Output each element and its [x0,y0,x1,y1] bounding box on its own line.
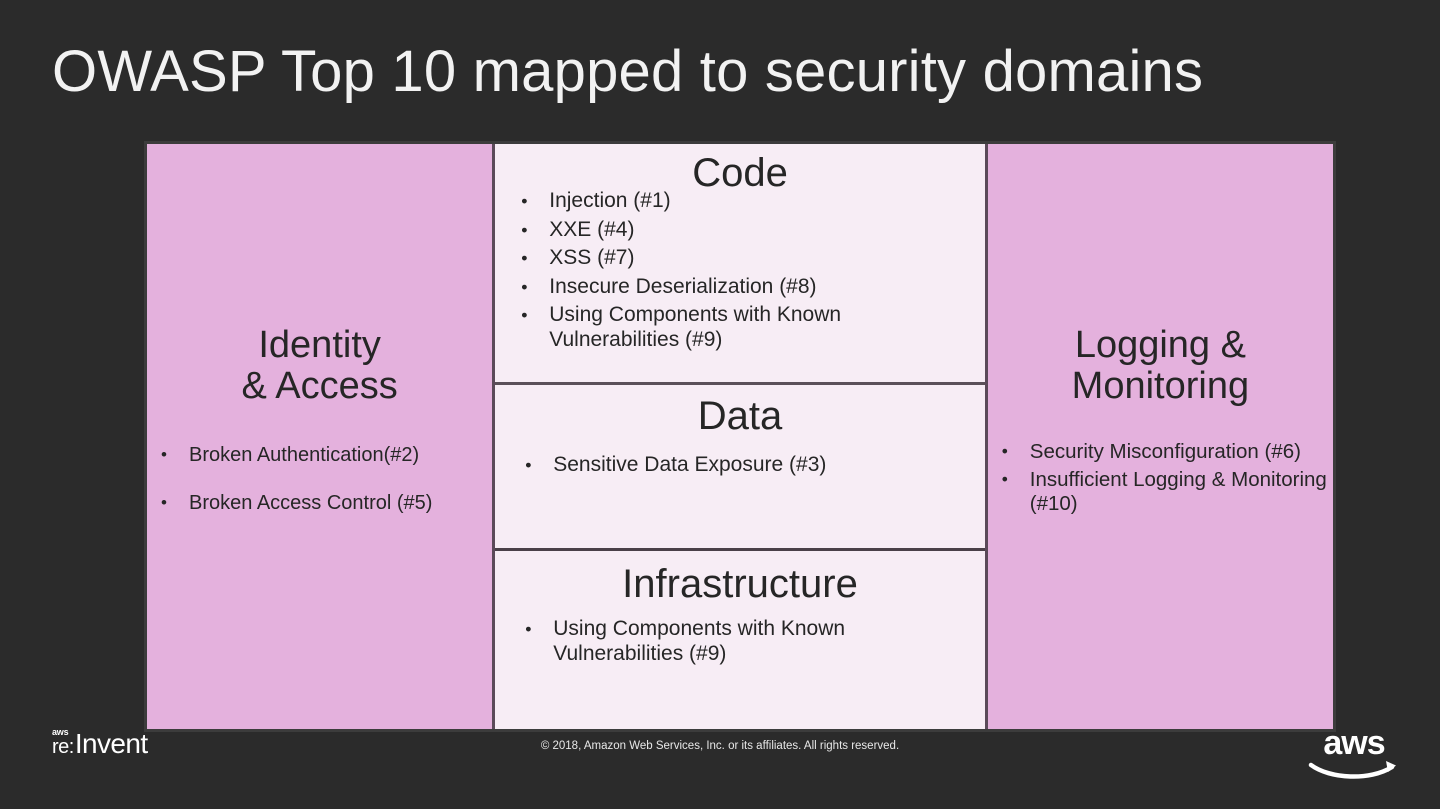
list-item: Sensitive Data Exposure (#3) [511,453,975,478]
reinvent-logo-re-text: re: [52,736,74,758]
panel-logging-heading-line2: Monitoring [1071,365,1250,408]
column-logging: Logging & Monitoring Security Misconfigu… [984,144,1334,729]
reinvent-logo: aws re: Invent [52,727,148,760]
panel-data-list: Sensitive Data Exposure (#3) [511,453,975,478]
column-identity: Identity & Access Broken Authentication(… [147,144,496,729]
panel-code[interactable]: Code Injection (#1) XXE (#4) XSS (#7) In… [495,144,985,385]
panel-infrastructure-list: Using Components with Known Vulnerabilit… [511,617,975,666]
panel-logging-heading-line1: Logging & [1074,324,1246,366]
reinvent-logo-invent-text: Invent [74,728,148,760]
column-technical-domains: Code Injection (#1) XXE (#4) XSS (#7) In… [495,144,985,729]
aws-logo-wordmark: aws [1323,724,1385,762]
list-item: Broken Authentication(#2) [147,444,486,467]
aws-logo: aws [1306,726,1402,782]
panel-identity-heading-line1: Identity [258,324,381,366]
list-item: XSS (#7) [507,246,975,271]
panel-identity-heading: Identity & Access [147,324,492,408]
reinvent-logo-stack: aws re: [52,727,74,758]
list-item: Insecure Deserialization (#8) [507,275,975,300]
panel-identity-heading-line2: & Access [241,365,398,408]
copyright-notice: © 2018, Amazon Web Services, Inc. or its… [540,740,900,752]
list-item: Security Misconfiguration (#6) [988,440,1333,464]
panel-identity-list: Broken Authentication(#2) Broken Access … [147,444,486,541]
panel-logging-list: Security Misconfiguration (#6) Insuffici… [988,440,1333,520]
panel-logging-and-monitoring[interactable]: Logging & Monitoring Security Misconfigu… [987,144,1334,729]
panel-identity-and-access[interactable]: Identity & Access Broken Authentication(… [147,144,493,729]
list-item: XXE (#4) [507,218,975,243]
panel-code-heading: Code [692,151,788,195]
aws-smile-arrow-icon [1308,761,1396,779]
list-item: Using Components with Known Vulnerabilit… [511,617,975,666]
panel-logging-heading: Logging & Monitoring [988,324,1333,408]
panel-code-list: Injection (#1) XXE (#4) XSS (#7) Insecur… [507,189,975,356]
panel-data[interactable]: Data Sensitive Data Exposure (#3) [495,385,985,551]
list-item: Using Components with Known Vulnerabilit… [507,303,975,352]
list-item: Insufficient Logging & Monitoring (#10) [988,468,1333,516]
list-item: Broken Access Control (#5) [147,492,486,515]
page-title: OWASP Top 10 mapped to security domains [52,39,1204,104]
list-item: Injection (#1) [507,189,975,214]
panel-infrastructure[interactable]: Infrastructure Using Components with Kno… [495,551,985,729]
panel-data-heading: Data [697,394,783,438]
panel-infrastructure-heading: Infrastructure [622,562,858,606]
owasp-domain-diagram: Identity & Access Broken Authentication(… [144,141,1336,732]
reinvent-logo-aws-text: aws [52,727,69,737]
